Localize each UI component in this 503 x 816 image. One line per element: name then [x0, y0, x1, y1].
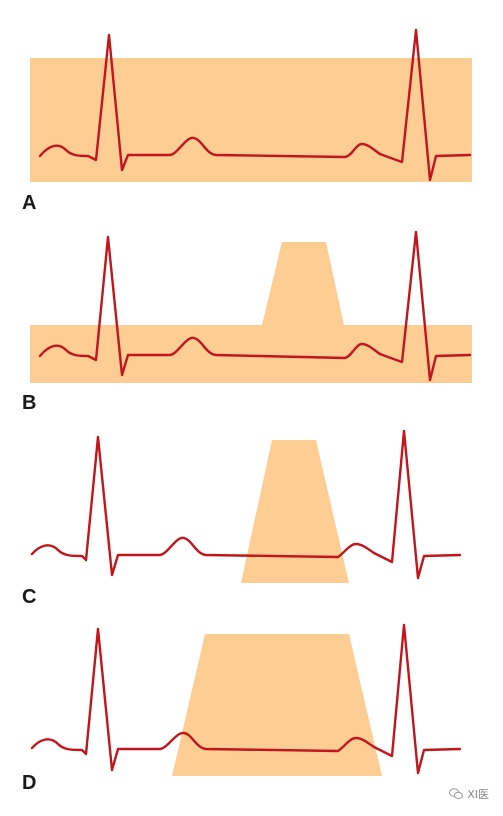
panel-b-ecg-trace — [38, 230, 472, 382]
panel-c-shading — [241, 440, 349, 583]
panel-c: C — [22, 429, 462, 608]
panel-c-ecg-trace — [30, 429, 462, 580]
panel-a-ecg-trace — [38, 28, 472, 182]
panel-a: A — [22, 28, 472, 214]
wechat-bubbles-icon — [449, 788, 464, 800]
watermark: XI医 — [449, 786, 489, 802]
panel-d-shading — [172, 634, 382, 776]
watermark-text: XI医 — [467, 788, 489, 801]
panel-d: D — [22, 623, 462, 794]
panel-a-label: A — [22, 192, 36, 214]
panel-b: B — [22, 230, 472, 414]
panel-b-shading — [30, 242, 472, 383]
panel-c-label: C — [22, 586, 36, 608]
panel-d-ecg-trace — [30, 623, 462, 775]
panel-b-label: B — [22, 392, 36, 414]
panel-d-label: D — [22, 772, 36, 794]
